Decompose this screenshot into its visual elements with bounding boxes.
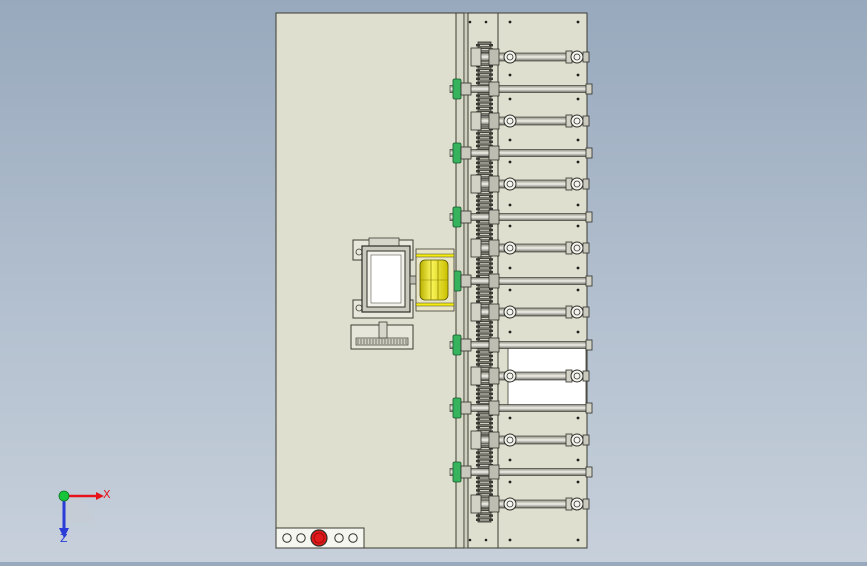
sprocket-unit[interactable]: [449, 78, 593, 100]
roller-unit[interactable]: [470, 302, 590, 322]
motor-base-block[interactable]: [350, 321, 414, 350]
sprocket-unit[interactable]: [449, 270, 593, 292]
roller-unit[interactable]: [470, 366, 590, 386]
yellow-coupling[interactable]: [415, 248, 455, 312]
indicator-light-icon[interactable]: [348, 533, 358, 543]
sprocket-unit[interactable]: [449, 334, 593, 356]
z-axis-label: Z: [60, 532, 68, 545]
sprocket-unit[interactable]: [449, 206, 593, 228]
roller-unit[interactable]: [470, 111, 590, 131]
control-panel[interactable]: [275, 527, 365, 549]
drive-motor[interactable]: [352, 237, 419, 319]
roller-unit[interactable]: [470, 47, 590, 67]
roller-unit[interactable]: [470, 494, 590, 514]
sprocket-unit[interactable]: [449, 461, 593, 483]
x-axis-label: X: [103, 488, 111, 501]
emergency-stop-icon[interactable]: [310, 529, 328, 547]
indicator-light-icon[interactable]: [282, 533, 292, 543]
roller-assemblies[interactable]: [449, 47, 593, 514]
sprocket-unit[interactable]: [449, 142, 593, 164]
indicator-light-icon[interactable]: [334, 533, 344, 543]
roller-unit[interactable]: [470, 238, 590, 258]
roller-unit[interactable]: [470, 174, 590, 194]
roller-unit[interactable]: [470, 430, 590, 450]
view-triad[interactable]: X Y Z: [56, 483, 111, 545]
sprocket-unit[interactable]: [449, 397, 593, 419]
indicator-light-icon[interactable]: [296, 533, 306, 543]
